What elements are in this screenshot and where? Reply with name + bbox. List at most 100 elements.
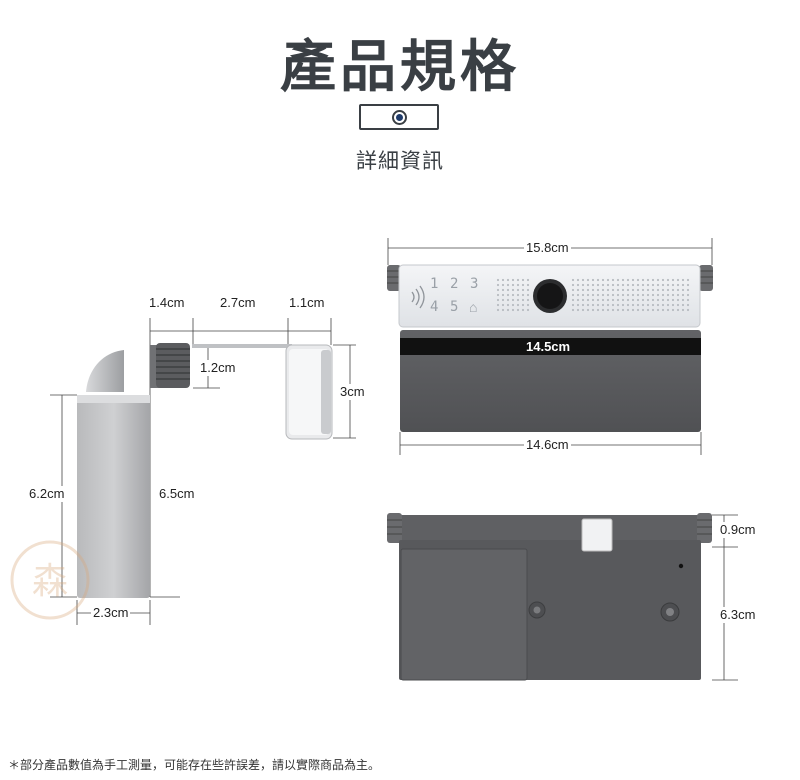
- speaker-dot: [571, 308, 575, 312]
- speaker-dot: [521, 278, 525, 282]
- back-view: [387, 513, 738, 681]
- speaker-dot: [616, 303, 620, 307]
- speaker-dot: [636, 283, 640, 287]
- speaker-dot: [601, 298, 605, 302]
- speaker-dot: [656, 283, 660, 287]
- speaker-dot: [576, 308, 580, 312]
- speaker-dot: [661, 283, 665, 287]
- detail-toggle[interactable]: [359, 104, 439, 130]
- speaker-dot: [621, 288, 625, 292]
- speaker-dot: [586, 278, 590, 282]
- speaker-dot: [576, 298, 580, 302]
- speaker-dot: [571, 298, 575, 302]
- speaker-dot: [636, 293, 640, 297]
- speaker-dot: [646, 293, 650, 297]
- speaker-dot: [616, 283, 620, 287]
- speaker-dot: [496, 303, 500, 307]
- speaker-dot: [686, 283, 690, 287]
- dim-side-bottom-width: 2.3cm: [91, 605, 131, 621]
- dim-side-knob: 1.2cm: [198, 360, 238, 376]
- speaker-dot: [631, 283, 635, 287]
- speaker-dot: [626, 303, 630, 307]
- speaker-dot: [576, 293, 580, 297]
- speaker-dot: [646, 283, 650, 287]
- speaker-dot: [581, 308, 585, 312]
- speaker-dot: [666, 283, 670, 287]
- speaker-dot: [516, 308, 520, 312]
- speaker-dot: [611, 288, 615, 292]
- speaker-dot: [516, 278, 520, 282]
- speaker-dot: [581, 288, 585, 292]
- speaker-dot: [496, 298, 500, 302]
- speaker-dot: [506, 288, 510, 292]
- speaker-dot: [681, 283, 685, 287]
- speaker-dot: [501, 278, 505, 282]
- speaker-dot: [646, 303, 650, 307]
- speaker-dot: [596, 283, 600, 287]
- speaker-dot: [516, 298, 520, 302]
- speaker-dot: [671, 288, 675, 292]
- speaker-dot: [656, 303, 660, 307]
- speaker-dot: [506, 283, 510, 287]
- speaker-dot: [621, 283, 625, 287]
- speaker-dot: [601, 283, 605, 287]
- speaker-dot: [641, 288, 645, 292]
- speaker-dot: [501, 288, 505, 292]
- speaker-dot: [496, 293, 500, 297]
- brand-seal-watermark: 森: [10, 540, 90, 620]
- speaker-dot: [596, 293, 600, 297]
- keypad-digit: 1: [430, 276, 439, 292]
- speaker-dot: [506, 278, 510, 282]
- speaker-dot: [616, 298, 620, 302]
- speaker-dot: [576, 303, 580, 307]
- speaker-dot: [621, 298, 625, 302]
- speaker-dot: [646, 308, 650, 312]
- speaker-dot: [601, 308, 605, 312]
- speaker-dot: [606, 278, 610, 282]
- speaker-dot: [656, 288, 660, 292]
- speaker-dot: [571, 278, 575, 282]
- speaker-dot: [581, 293, 585, 297]
- speaker-dot: [651, 293, 655, 297]
- speaker-dot: [596, 288, 600, 292]
- speaker-dot: [496, 308, 500, 312]
- speaker-dot: [526, 298, 530, 302]
- speaker-dot: [636, 278, 640, 282]
- dim-front-bar-width: 14.5cm: [526, 339, 571, 354]
- speaker-dot: [571, 303, 575, 307]
- speaker-dot: [576, 288, 580, 292]
- speaker-dot: [526, 303, 530, 307]
- speaker-dot: [596, 303, 600, 307]
- speaker-dot: [686, 298, 690, 302]
- speaker-dot: [666, 278, 670, 282]
- dim-front-bottom-width: 14.6cm: [524, 437, 571, 453]
- speaker-dot: [661, 293, 665, 297]
- speaker-dot: [651, 278, 655, 282]
- speaker-dot: [636, 298, 640, 302]
- speaker-dot: [656, 293, 660, 297]
- speaker-dot: [681, 278, 685, 282]
- speaker-dot: [506, 293, 510, 297]
- speaker-dot: [516, 283, 520, 287]
- speaker-dot: [656, 278, 660, 282]
- speaker-dot: [611, 303, 615, 307]
- speaker-dot: [671, 283, 675, 287]
- speaker-dot: [681, 288, 685, 292]
- speaker-dot: [626, 278, 630, 282]
- speaker-dot: [686, 288, 690, 292]
- speaker-dot: [661, 288, 665, 292]
- speaker-dot: [511, 278, 515, 282]
- speaker-dot: [586, 283, 590, 287]
- speaker-dot: [496, 283, 500, 287]
- speaker-dot: [501, 308, 505, 312]
- speaker-dot: [591, 308, 595, 312]
- speaker-dot: [571, 288, 575, 292]
- speaker-dot: [656, 298, 660, 302]
- speaker-dot: [681, 308, 685, 312]
- speaker-dot: [526, 278, 530, 282]
- speaker-dot: [661, 298, 665, 302]
- dim-side-top-left: 1.4cm: [147, 295, 187, 311]
- speaker-dot: [511, 293, 515, 297]
- speaker-dot: [666, 293, 670, 297]
- speaker-dot: [671, 303, 675, 307]
